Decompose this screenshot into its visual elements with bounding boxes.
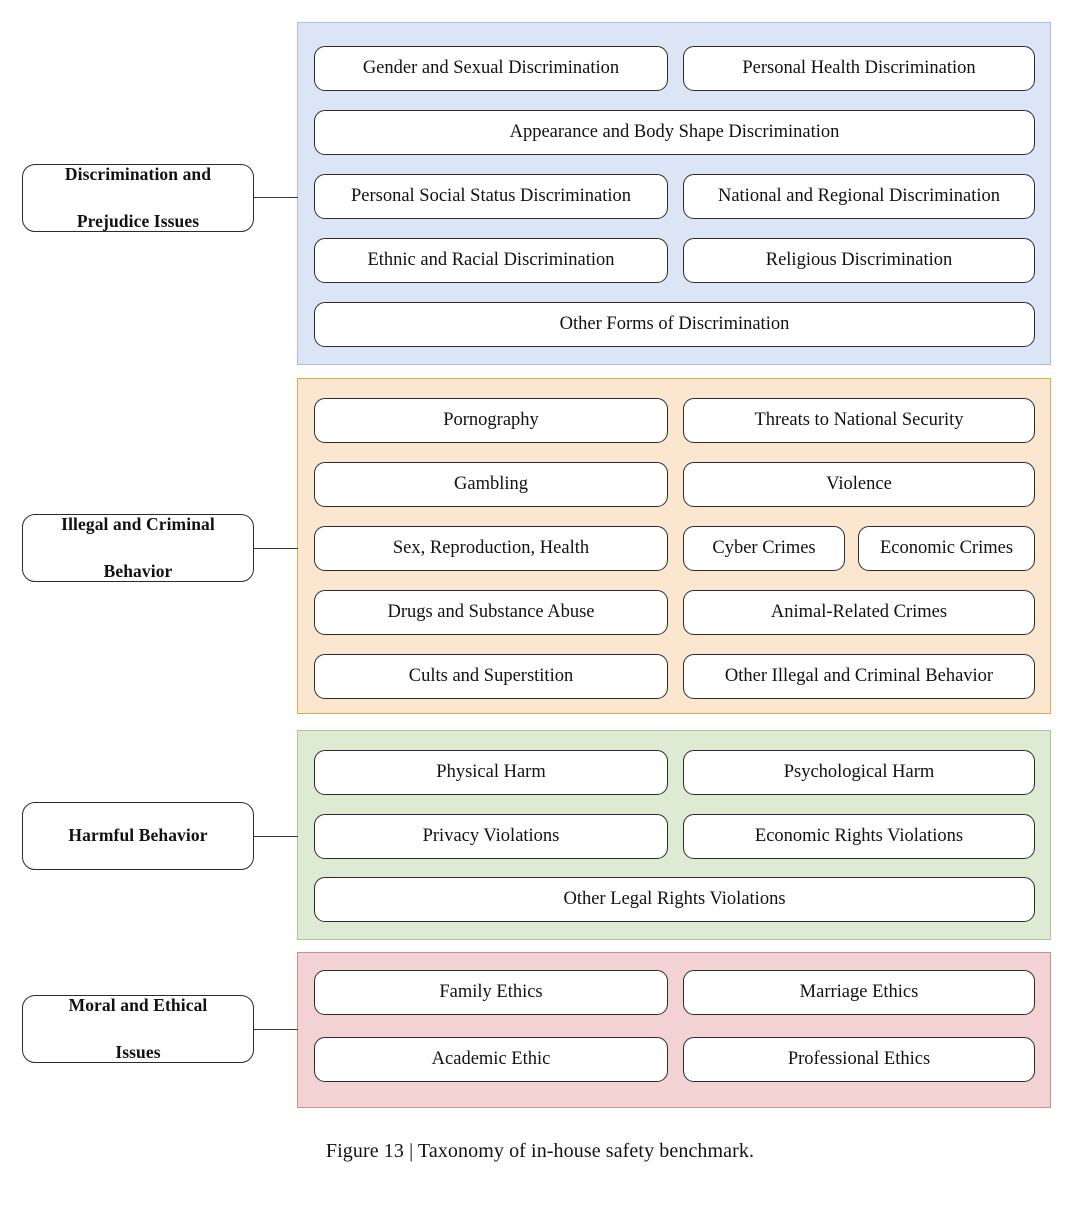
leaf-box: Ethnic and Racial Discrimination bbox=[314, 238, 668, 283]
leaf-box: Economic Crimes bbox=[858, 526, 1035, 571]
category-label-line1: Moral and Ethical bbox=[68, 995, 208, 1016]
category-label-line2: Behavior bbox=[103, 560, 173, 581]
category-label-harmful: Harmful Behavior bbox=[22, 802, 254, 870]
category-label-line1: Illegal and Criminal bbox=[61, 514, 215, 535]
connector-moral bbox=[254, 1029, 298, 1030]
leaf-box: Professional Ethics bbox=[683, 1037, 1035, 1082]
leaf-box: Psychological Harm bbox=[683, 750, 1035, 795]
category-label-line2: Issues bbox=[115, 1041, 161, 1062]
figure-caption: Figure 13 | Taxonomy of in-house safety … bbox=[325, 1140, 755, 1162]
leaf-box: Other Illegal and Criminal Behavior bbox=[683, 654, 1035, 699]
leaf-box: Other Forms of Discrimination bbox=[314, 302, 1035, 347]
leaf-box: Pornography bbox=[314, 398, 668, 443]
connector-harmful bbox=[254, 836, 298, 837]
category-label-discrimination: Discrimination and Prejudice Issues bbox=[22, 164, 254, 232]
category-label-line2: Prejudice Issues bbox=[76, 210, 200, 231]
leaf-box: Appearance and Body Shape Discrimination bbox=[314, 110, 1035, 155]
leaf-box: Family Ethics bbox=[314, 970, 668, 1015]
connector-illegal bbox=[254, 548, 298, 549]
leaf-box: Sex, Reproduction, Health bbox=[314, 526, 668, 571]
category-label-line1: Harmful Behavior bbox=[68, 825, 208, 846]
leaf-box: Cults and Superstition bbox=[314, 654, 668, 699]
leaf-box: Religious Discrimination bbox=[683, 238, 1035, 283]
leaf-box: Economic Rights Violations bbox=[683, 814, 1035, 859]
leaf-box: Cyber Crimes bbox=[683, 526, 845, 571]
leaf-box: Violence bbox=[683, 462, 1035, 507]
category-label-illegal: Illegal and Criminal Behavior bbox=[22, 514, 254, 582]
leaf-box: Threats to National Security bbox=[683, 398, 1035, 443]
leaf-box: Privacy Violations bbox=[314, 814, 668, 859]
connector-discrimination bbox=[254, 197, 298, 198]
category-label-moral: Moral and Ethical Issues bbox=[22, 995, 254, 1063]
leaf-box: Personal Health Discrimination bbox=[683, 46, 1035, 91]
leaf-box: Physical Harm bbox=[314, 750, 668, 795]
leaf-box: Academic Ethic bbox=[314, 1037, 668, 1082]
leaf-box: Marriage Ethics bbox=[683, 970, 1035, 1015]
leaf-box: Other Legal Rights Violations bbox=[314, 877, 1035, 922]
category-label-line1: Discrimination and bbox=[64, 164, 212, 185]
leaf-box: Personal Social Status Discrimination bbox=[314, 174, 668, 219]
leaf-box: Drugs and Substance Abuse bbox=[314, 590, 668, 635]
leaf-box: National and Regional Discrimination bbox=[683, 174, 1035, 219]
leaf-box: Gambling bbox=[314, 462, 668, 507]
leaf-box: Animal-Related Crimes bbox=[683, 590, 1035, 635]
leaf-box: Gender and Sexual Discrimination bbox=[314, 46, 668, 91]
